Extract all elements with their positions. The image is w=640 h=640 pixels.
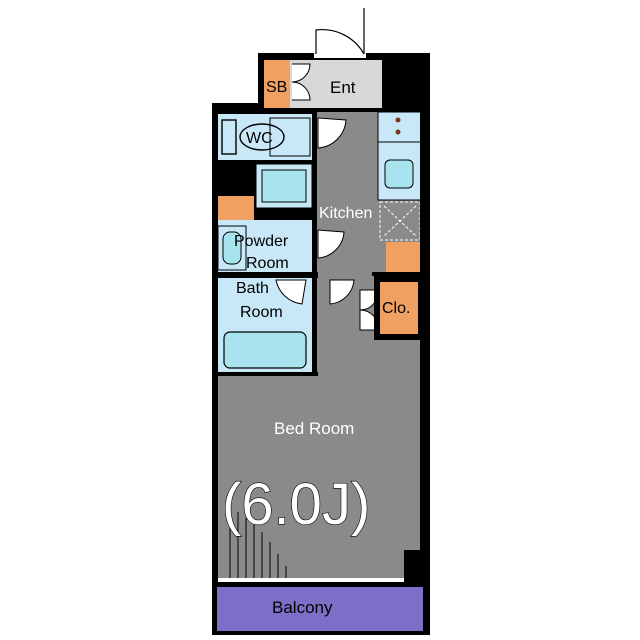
bedroom-floor (218, 374, 422, 580)
wc-label: WC (246, 130, 273, 147)
balcony (215, 585, 425, 633)
window-hatch (229, 508, 287, 580)
wall-wc-powder (214, 160, 316, 164)
wall-closet-top (372, 272, 422, 276)
powder-label-line2: Room (246, 255, 289, 272)
bath-door-swing (275, 279, 307, 305)
balcony-label: Balcony (272, 598, 333, 617)
closet (380, 282, 418, 334)
wall-bath-bed (214, 372, 318, 376)
kitchen-storage (386, 242, 420, 272)
powder-storage (218, 196, 254, 220)
fridge-mark-2 (383, 205, 417, 237)
entrance-label: Ent (330, 78, 356, 97)
toilet-bowl-icon (239, 123, 285, 151)
powder-label-line1: Powder (234, 233, 289, 250)
wall-powder-bath (214, 272, 318, 278)
bedroom-window-sill (218, 578, 404, 582)
bathtub-icon (223, 331, 307, 369)
bedroom-size-label: (6.0J) (222, 472, 370, 537)
entrance-inner-door-swing-2 (291, 81, 311, 101)
bath-label-line1: Bath (236, 280, 269, 297)
wall-left (212, 103, 218, 635)
entrance-door-swing (315, 29, 365, 55)
vanity-sink-icon (222, 231, 242, 265)
wc-shelf (269, 117, 311, 157)
bedroom-door-swing (329, 279, 355, 305)
se-label: SB (266, 79, 287, 96)
burner-icon-2 (395, 129, 401, 135)
wall-kitchen-right (420, 103, 430, 603)
wall-center-vertical (312, 112, 317, 376)
bedroom-label: Bed Room (274, 419, 354, 438)
powder-door-swing (317, 229, 345, 259)
bath-label-line2: Room (240, 304, 283, 321)
closet-label: Clo. (382, 300, 410, 317)
kitchen-cooktop (377, 111, 423, 143)
kitchen-sink-icon (384, 159, 414, 189)
kitchen-label: Kitchen (319, 205, 372, 222)
wc-tank (221, 119, 237, 155)
burner-icon (395, 117, 401, 123)
wc-door-swing (317, 117, 347, 149)
washing-machine-icon (261, 169, 307, 203)
shoe-box-cabinet (264, 60, 290, 108)
